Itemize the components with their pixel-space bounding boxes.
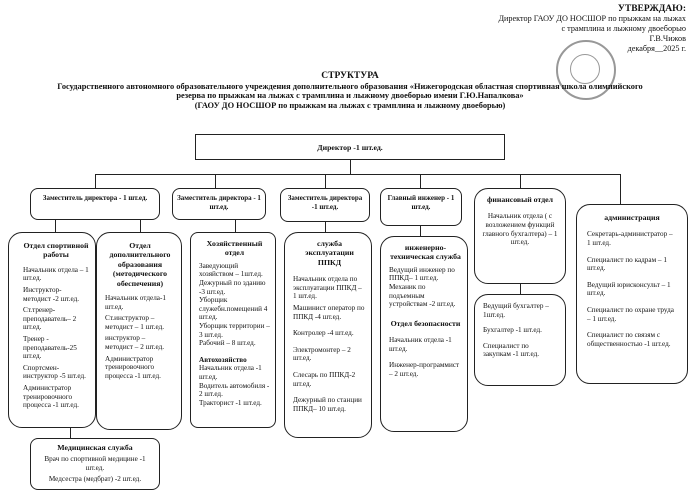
document-title: СТРУКТУРА Государственного автономного о… bbox=[0, 71, 700, 110]
sport-line: Начальник отдела – 1 шт.ед. bbox=[23, 265, 89, 283]
econ-line: Уборщик территории – 3 шт.ед. bbox=[199, 321, 270, 339]
title-line: Государственного автономного образовател… bbox=[57, 81, 643, 91]
deputy-box: Заместитель директора - 1 шт.ед. bbox=[172, 188, 266, 220]
econ-line: Рабочий – 8 шт.ед. bbox=[199, 339, 256, 348]
admin-line: Секретарь-администратор – 1 шт.ед. bbox=[587, 230, 673, 247]
connector-line bbox=[235, 220, 236, 232]
ppkd-line: Начальник отдела по эксплуатации ППКД – … bbox=[293, 275, 362, 301]
admin-line: Специалист по связям с общественностью -… bbox=[587, 331, 671, 348]
director-label: Директор -1 шт.ед. bbox=[317, 143, 383, 152]
autopark-line: Тракторист -1 шт.ед. bbox=[199, 398, 262, 407]
connector-line bbox=[325, 174, 326, 188]
connector-line bbox=[95, 174, 96, 188]
deputy-label: Главный инженер - 1 шт.ед. bbox=[387, 194, 455, 212]
title-line: (ГАОУ ДО НОСШОР по прыжкам на лыжах с тр… bbox=[194, 100, 506, 110]
deputy-label: Заместитель директора -1 шт.ед. bbox=[287, 194, 363, 212]
connector-line bbox=[350, 160, 351, 174]
medical-service-box: Медицинская служба Врач по спортивной ме… bbox=[30, 438, 160, 490]
security-title: Отдел безопасности bbox=[390, 318, 461, 328]
official-seal bbox=[556, 40, 616, 100]
economic-title: Хозяйственный отдел bbox=[206, 239, 263, 258]
econ-line: Заведующий хозяйством – 1шт.ед. bbox=[199, 261, 263, 279]
finance-staff-line: Ведущий бухгалтер – 1шт.ед. bbox=[483, 302, 549, 319]
connector-line bbox=[420, 226, 421, 236]
ppkd-title: служба эксплуатации ППКД bbox=[305, 239, 354, 267]
sport-department-box: Отдел спортивной работы Начальник отдела… bbox=[8, 232, 96, 428]
econ-line: Дежурный по зданию -3 шт.ед. bbox=[199, 279, 266, 296]
approval-line: Г.В.Чижов bbox=[649, 34, 686, 43]
sport-line: Администратор тренировочного процесса -1… bbox=[23, 383, 79, 410]
title-line: резерва по прыжкам на лыжах с трамплина … bbox=[176, 91, 524, 101]
connector-line bbox=[70, 428, 71, 438]
deputy-box: Заместитель директора -1 шт.ед. bbox=[280, 188, 370, 222]
finance-staff-box: Ведущий бухгалтер – 1шт.ед. Бухгалтер -1… bbox=[474, 294, 566, 386]
autopark-title: Автохозяйство bbox=[199, 355, 247, 364]
approval-heading: УТВЕРЖДАЮ: bbox=[617, 4, 686, 14]
engineering-title: инженерно-техническая служба bbox=[390, 243, 461, 262]
approval-line: Директор ГАОУ ДО НОСШОР по прыжкам на лы… bbox=[498, 14, 686, 23]
medical-line: Врач по спортивной медицине -1 шт.ед. bbox=[44, 455, 146, 472]
ppkd-line: Электромонтер – 2 шт.ед. bbox=[293, 345, 351, 363]
sport-title: Отдел спортивной работы bbox=[23, 241, 89, 260]
engineering-line: Ведущий инженер по ППКД– 1 шт.ед. bbox=[389, 265, 455, 283]
finance-staff-line: Специалист по закупкам -1 шт.ед. bbox=[483, 341, 540, 359]
approval-line: с трамплина и лыжному двоеборью bbox=[561, 24, 687, 33]
connector-line bbox=[95, 174, 620, 175]
title-main: СТРУКТУРА bbox=[321, 71, 379, 81]
method-line: Администратор тренировочного процесса -1… bbox=[105, 354, 161, 380]
ppkd-line: Дежурный по станции ППКД– 10 шт.ед. bbox=[293, 396, 362, 413]
admin-line: Ведущий юрисконсульт – 1 шт.ед. bbox=[587, 280, 671, 298]
security-line: Инженер-программист – 2 шт.ед. bbox=[389, 361, 460, 378]
security-line: Начальник отдела -1 шт.ед. bbox=[389, 336, 452, 353]
chief-engineer-box: Главный инженер - 1 шт.ед. bbox=[380, 188, 462, 226]
connector-line bbox=[325, 222, 326, 232]
approval-block: УТВЕРЖДАЮ: Директор ГАОУ ДО НОСШОР по пр… bbox=[436, 4, 686, 54]
administration-box: администрация Секретарь-администратор – … bbox=[576, 204, 688, 384]
finance-box: финансовый отдел Начальник отдела ( с во… bbox=[474, 188, 566, 284]
sport-line: Тренер - преподаватель-25 шт.ед. bbox=[23, 334, 77, 361]
deputy-label: Заместитель директора - 1 шт.ед. bbox=[42, 194, 148, 202]
admin-line: Специалист по охране труда – 1 шт.ед. bbox=[587, 305, 674, 323]
autopark-line: Начальник отдела -1 шт.ед. bbox=[199, 364, 262, 381]
sport-line: Инструктор-методист -2 шт.ед. bbox=[23, 286, 80, 303]
approval-line: декабря__2025 г. bbox=[627, 44, 686, 53]
admin-line: Специалист по кадрам – 1 шт.ед. bbox=[587, 255, 667, 273]
engineering-service-box: инженерно-техническая служба Ведущий инж… bbox=[380, 236, 468, 432]
engineering-line: Механик по подъемным устройствам -2 шт.е… bbox=[389, 283, 456, 309]
deputy-label: Заместитель директора - 1 шт.ед. bbox=[177, 194, 261, 212]
method-line: Ст.инструктор – методист – 1 шт.ед. bbox=[105, 314, 165, 331]
medical-title: Медицинская служба bbox=[57, 443, 133, 452]
autopark-line: Водитель автомобиля - 2 шт.ед. bbox=[199, 381, 270, 399]
connector-line bbox=[520, 284, 521, 294]
director-box: Директор -1 шт.ед. bbox=[195, 134, 505, 160]
method-title: Отдел дополнительного образования (метод… bbox=[109, 241, 171, 288]
medical-line: Медсестра (медбрат) -2 шт.ед. bbox=[48, 474, 142, 483]
ppkd-line: Контролер -4 шт.ед. bbox=[293, 329, 354, 338]
connector-line bbox=[140, 220, 141, 232]
sport-line: Спортсмен-инструктор -5 шт.ед. bbox=[23, 363, 86, 381]
ppkd-line: Машинист оператор по ППКД -4 шт.ед. bbox=[293, 304, 365, 321]
connector-line bbox=[520, 174, 521, 188]
connector-line bbox=[215, 174, 216, 188]
method-department-box: Отдел дополнительного образования (метод… bbox=[96, 232, 182, 430]
economic-department-box: Хозяйственный отдел Заведующий хозяйство… bbox=[190, 232, 276, 428]
administration-title: администрация bbox=[604, 213, 660, 222]
econ-line: Уборщик служебн.помещений 4 шт.ед. bbox=[199, 296, 268, 322]
finance-head: Начальник отдела ( с возложением функций… bbox=[482, 212, 558, 247]
ppkd-service-box: служба эксплуатации ППКД Начальник отдел… bbox=[284, 232, 372, 438]
finance-title: финансовый отдел bbox=[487, 195, 553, 204]
finance-staff-line: Бухгалтер -1 шт.ед. bbox=[483, 326, 542, 335]
sport-line: Ст.тренер-преподаватель– 2 шт.ед. bbox=[23, 306, 77, 332]
ppkd-line: Слесарь по ППКД-2 шт.ед. bbox=[293, 370, 356, 388]
connector-line bbox=[55, 220, 56, 232]
method-line: инструктор – методист – 2 шт.ед. bbox=[105, 334, 165, 351]
connector-line bbox=[620, 174, 621, 204]
connector-line bbox=[420, 174, 421, 188]
method-line: Начальник отдела-1 шт.ед. bbox=[105, 294, 166, 311]
deputy-box: Заместитель директора - 1 шт.ед. bbox=[30, 188, 160, 220]
